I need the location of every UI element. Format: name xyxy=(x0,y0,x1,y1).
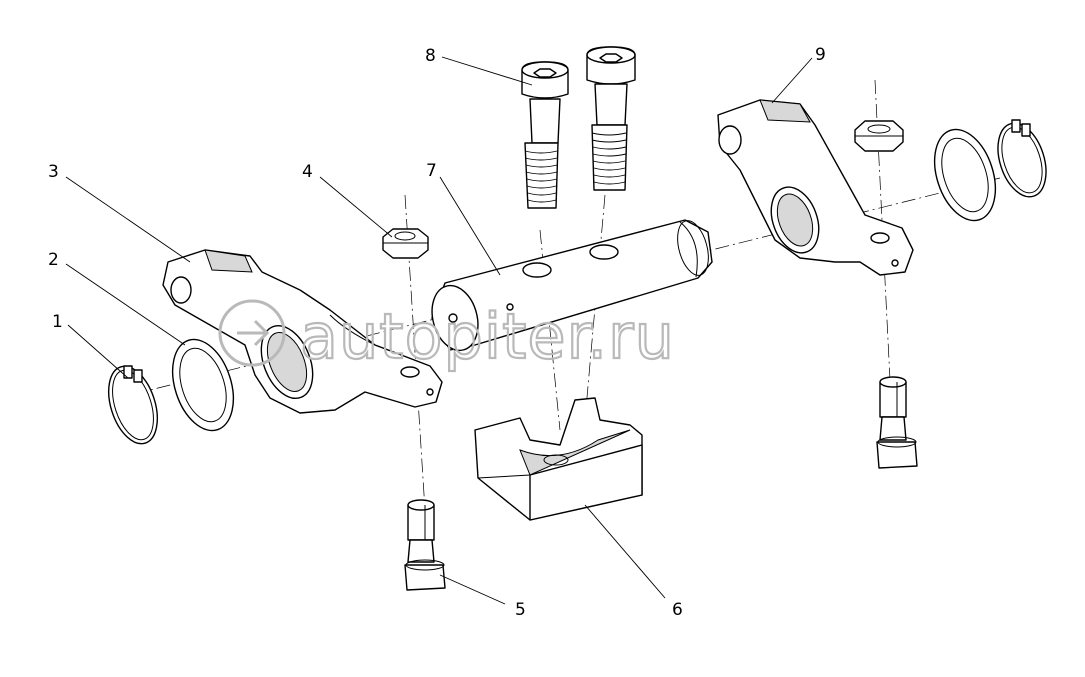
callout-7: 7 xyxy=(426,161,437,181)
callout-9: 9 xyxy=(815,45,826,65)
callout-1: 1 xyxy=(52,312,63,332)
callout-numbers: 1 2 3 4 5 6 7 8 9 xyxy=(48,45,826,620)
part-1-snap-ring xyxy=(107,365,159,445)
leader-lines xyxy=(65,56,813,605)
watermark-logo: autopiter.ru xyxy=(218,299,675,374)
callout-8: 8 xyxy=(425,46,436,66)
part-9-rocker-arm-right xyxy=(717,99,914,276)
part-4-nut-right xyxy=(854,120,904,152)
callout-6: 6 xyxy=(672,600,683,620)
part-7-shaft xyxy=(431,219,713,352)
callout-2: 2 xyxy=(48,250,59,270)
part-5-adjusting-screw-right xyxy=(876,376,918,469)
part-5-adjusting-screw-left xyxy=(404,499,446,591)
callout-3: 3 xyxy=(48,162,59,182)
part-4-nut-left xyxy=(382,228,429,259)
part-2-washer xyxy=(171,338,235,432)
part-8-bolt-right xyxy=(586,46,636,191)
watermark-text: autopiter.ru xyxy=(300,300,675,373)
part-1-snap-ring-right xyxy=(997,119,1047,198)
part-6-support-bracket xyxy=(474,397,643,521)
part-3-rocker-arm-left xyxy=(162,249,443,414)
callout-4: 4 xyxy=(302,162,313,182)
part-2-washer-right xyxy=(933,128,997,222)
callout-5: 5 xyxy=(515,600,526,620)
part-8-bolt-left xyxy=(521,61,569,209)
